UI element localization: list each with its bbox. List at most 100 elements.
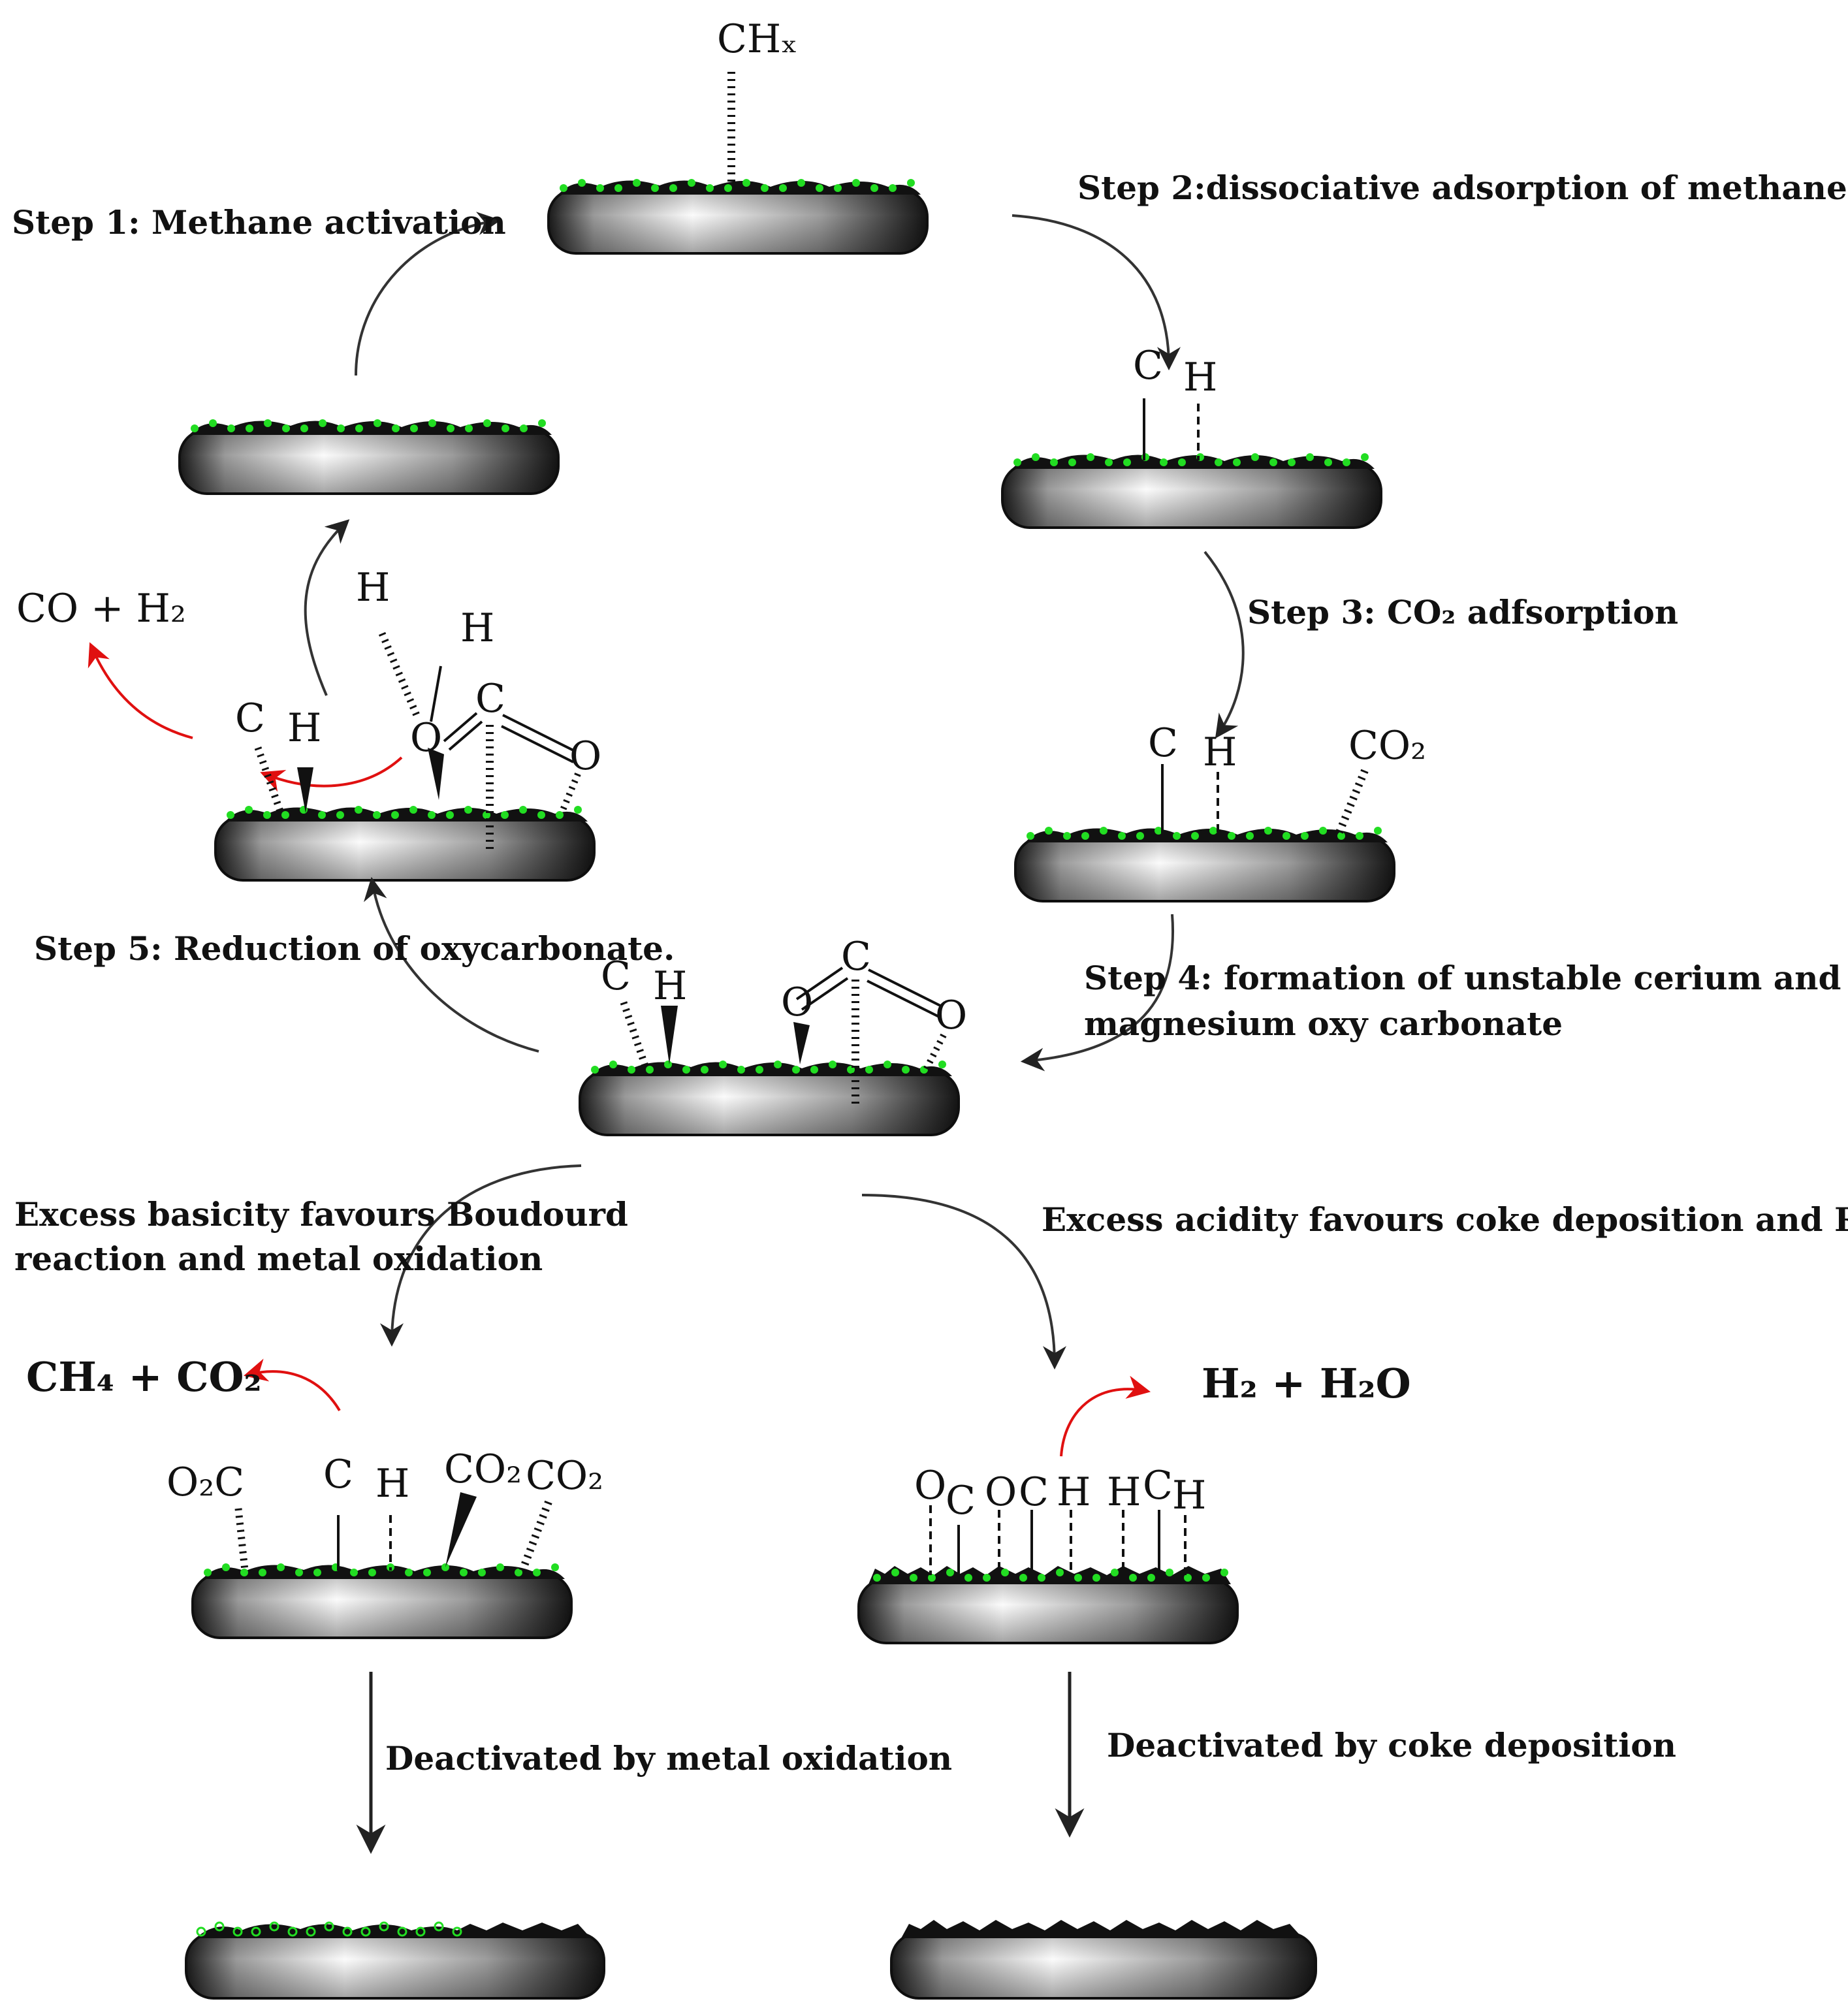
species-step5-o: O	[410, 715, 442, 761]
active-site-dot	[870, 184, 878, 192]
active-site-dot	[465, 424, 473, 432]
active-site-dot	[884, 1061, 891, 1068]
species-chx: CHₓ	[717, 16, 798, 62]
active-site-dot	[688, 179, 695, 187]
label-step4-line1: Step 4: formation of unstable cerium and	[1084, 959, 1841, 997]
active-site-dot	[646, 1066, 654, 1074]
active-site-dot	[282, 424, 290, 432]
arrow-step1	[355, 212, 502, 376]
active-site-dot	[452, 1926, 462, 1937]
active-site-dot	[737, 1066, 745, 1074]
active-site-dot	[1068, 458, 1076, 466]
active-site-dot	[306, 1926, 316, 1937]
label-step4-line2: magnesium oxy carbonate	[1084, 1004, 1563, 1043]
catalyst-support-oxidized	[185, 1923, 605, 2000]
red-arrow-h2-h2o	[1060, 1375, 1151, 1457]
active-site-dot	[628, 1066, 635, 1074]
active-site-dot	[829, 1061, 836, 1068]
active-site-dot	[852, 179, 860, 187]
active-site-dot	[1251, 453, 1259, 461]
active-site-dot	[446, 811, 454, 819]
active-site-dot	[519, 806, 527, 814]
arrow-acid-branch	[861, 1194, 1066, 1370]
species-step4-o-left: O	[781, 980, 813, 1025]
active-site-dot	[251, 1926, 261, 1937]
label-deact-coke: Deactivated by coke deposition	[1107, 1726, 1676, 1764]
active-site-dot	[1288, 458, 1296, 466]
active-site-dot	[1001, 1569, 1009, 1576]
red-arrow-step5-inner	[260, 756, 403, 792]
active-site-dot	[1374, 827, 1382, 835]
active-site-dot	[1228, 832, 1235, 840]
label-step5: Step 5: Reduction of oxycarbonate.	[34, 929, 675, 968]
active-site-dot	[1118, 832, 1126, 840]
active-site-dot	[706, 184, 714, 192]
active-site-dot	[287, 1926, 298, 1937]
species-ch4-co2: CH₄ + CO₂	[26, 1353, 262, 1401]
active-site-dot	[537, 811, 545, 819]
active-site-dot	[319, 419, 327, 427]
active-site-dot	[397, 1926, 407, 1937]
active-site-dot	[664, 1061, 672, 1068]
species-acid-h2: H	[1107, 1469, 1141, 1515]
active-site-dot	[1123, 458, 1131, 466]
active-site-dot	[1319, 827, 1327, 835]
species-step3-co2: CO₂	[1348, 723, 1426, 769]
active-site-dot	[1361, 453, 1369, 461]
active-site-dot	[834, 184, 842, 192]
active-site-dot	[779, 184, 787, 192]
active-site-dot	[560, 184, 567, 192]
active-site-dot	[533, 1569, 541, 1576]
active-site-dot	[1136, 832, 1144, 840]
species-basic-co2-b: CO₂	[526, 1453, 603, 1499]
active-site-dot	[910, 1574, 917, 1582]
active-site-dot	[1215, 458, 1222, 466]
active-site-dot	[295, 1569, 303, 1576]
active-site-dot	[1050, 458, 1058, 466]
active-site-dot	[633, 179, 641, 187]
active-site-dot	[1166, 1569, 1173, 1576]
active-site-dot	[1027, 832, 1034, 840]
active-site-dot	[983, 1574, 991, 1582]
active-site-dot	[792, 1066, 800, 1074]
active-site-dot	[724, 184, 732, 192]
active-site-dot	[391, 811, 399, 819]
active-site-dot	[405, 1569, 413, 1576]
label-step3: Step 3: CO₂ adfsorption	[1247, 593, 1678, 631]
active-site-dot	[196, 1926, 206, 1937]
species-step5-c: C	[475, 676, 505, 722]
species-basic-co2-a: CO₂	[444, 1446, 522, 1492]
species-basic-o2c: O₂C	[167, 1460, 244, 1505]
active-site-dot	[379, 1921, 389, 1932]
label-acid: Excess acidity favours coke deposition a…	[1042, 1200, 1848, 1239]
active-site-dot	[1105, 458, 1113, 466]
active-site-dot	[1087, 453, 1094, 461]
active-site-dot	[761, 184, 769, 192]
active-site-dot	[1100, 827, 1107, 835]
active-site-dot	[515, 1569, 522, 1576]
active-site-dot	[342, 1926, 353, 1937]
red-arrow-ch4-co2	[244, 1358, 341, 1412]
active-site-dot	[1233, 458, 1241, 466]
species-step2-c: C	[1133, 343, 1163, 389]
arrow-step3	[1203, 551, 1245, 739]
active-site-dot	[1202, 1574, 1210, 1582]
active-site-dot	[928, 1574, 936, 1582]
active-site-dot	[520, 424, 528, 432]
active-site-dot	[227, 424, 235, 432]
active-site-dot	[1063, 832, 1071, 840]
species-step5-c-left: C	[235, 695, 265, 741]
active-site-dot	[1264, 827, 1272, 835]
active-site-dot	[816, 184, 823, 192]
species-step4-o-right: O	[935, 993, 967, 1038]
active-site-dot	[902, 1066, 910, 1074]
active-site-dot	[501, 811, 509, 819]
active-site-dot	[873, 1574, 881, 1582]
active-site-dot	[1111, 1569, 1119, 1576]
species-step4-h: H	[653, 963, 687, 1009]
active-site-dot	[478, 1569, 486, 1576]
active-site-dot	[538, 419, 546, 427]
active-site-dot	[318, 811, 326, 819]
active-site-dot	[1129, 1574, 1137, 1582]
